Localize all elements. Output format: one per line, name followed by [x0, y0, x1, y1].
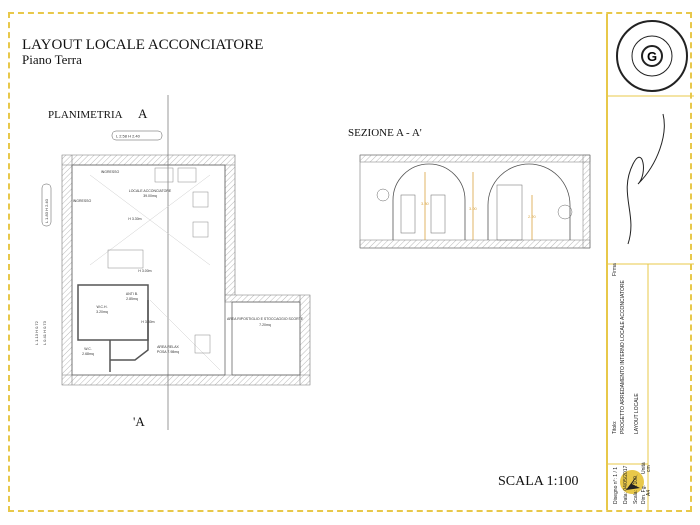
- section-drawing: 3.30 3.00 2.20: [359, 154, 591, 249]
- room-label-store: AREA RIPOSTIGLIO E STOCCAGGIO SCORTE: [227, 317, 304, 321]
- signature: [626, 113, 665, 245]
- dimension-label: L 0.41 H 0.73: [42, 320, 47, 345]
- height-label: H 3.00m: [138, 269, 151, 273]
- section-height: 3.00: [469, 206, 478, 211]
- section-label: SEZIONE A - A': [348, 127, 422, 139]
- sheet-size: A4: [646, 489, 652, 496]
- scale-label: SCALA 1:100: [498, 474, 579, 489]
- sheet-border: [8, 12, 692, 512]
- drawing-date: Data: 04/05/2017: [623, 465, 629, 504]
- drawing-subject: LAYOUT LOCALE: [634, 393, 640, 434]
- room-label-ingresso: INGRESSO: [101, 170, 120, 174]
- dimension-label: L 1.13 H 0.72: [34, 320, 39, 345]
- drawing-subtitle: Piano Terra: [22, 52, 82, 67]
- room-area-anti: 2.85mq: [126, 297, 138, 301]
- room-label-anti: ANTI B.: [126, 292, 138, 296]
- title-block: G Firma Titolo: PROGETTO ARREDAMENTO INT…: [606, 14, 694, 510]
- room-label-relax: AREA RELAX: [157, 345, 179, 349]
- dimension-label: L 1.83 H 2.40: [44, 198, 49, 223]
- plan-label: PLANIMETRIA: [48, 109, 123, 121]
- signature-label: Firma: [612, 263, 618, 276]
- main-room-outline: [71, 164, 226, 376]
- plan-walls: [61, 154, 311, 386]
- section-height: 2.20: [528, 214, 537, 219]
- room-label-wc: W.C.: [84, 347, 92, 351]
- dimension-tag: [41, 183, 52, 227]
- storage-room-outline: [231, 301, 301, 376]
- project-title: PROGETTO ARREDAMENTO INTERNO LOCALE ACCO…: [620, 280, 626, 434]
- title-label: Titolo:: [612, 420, 618, 434]
- height-label: H 3.30m: [128, 217, 141, 221]
- furniture: [107, 167, 211, 354]
- section-mark-bottom: 'A: [133, 414, 145, 429]
- room-label-wch: W.C.H.: [96, 305, 107, 309]
- dimension-label: L 2.58 H 2.40: [116, 134, 141, 139]
- dimension-tag: [111, 130, 163, 141]
- room-area-store: 7.20mq: [259, 323, 271, 327]
- section-mark-top: A: [138, 106, 148, 121]
- room-label-ingresso-2: INGRESSO: [73, 199, 92, 203]
- drawing-scale: Scala: 1:100: [633, 476, 639, 504]
- unit-value: cm: [646, 465, 652, 472]
- room-area-wc: 2.68mq: [82, 352, 94, 356]
- section-height: 3.30: [421, 201, 430, 206]
- stamp-letter: G: [647, 49, 657, 64]
- professional-stamp: G: [616, 20, 688, 92]
- title-block-graphics: G: [608, 20, 694, 510]
- drawing-number: Disegno n°: 1 / 1: [613, 466, 619, 504]
- room-label-main: LOCALE ACCONCIATORE: [129, 189, 172, 193]
- drawing-title: LAYOUT LOCALE ACCONCIATORE: [22, 37, 264, 53]
- room-area-relax: POSA 7.98mq: [157, 350, 179, 354]
- height-label: H 3.30m: [141, 320, 154, 324]
- bathroom-partition: [109, 300, 149, 372]
- room-area-wch: 3.20mq: [96, 310, 108, 314]
- north-arrow-icon: [620, 470, 644, 494]
- room-area-main: 39.00mq: [143, 194, 157, 198]
